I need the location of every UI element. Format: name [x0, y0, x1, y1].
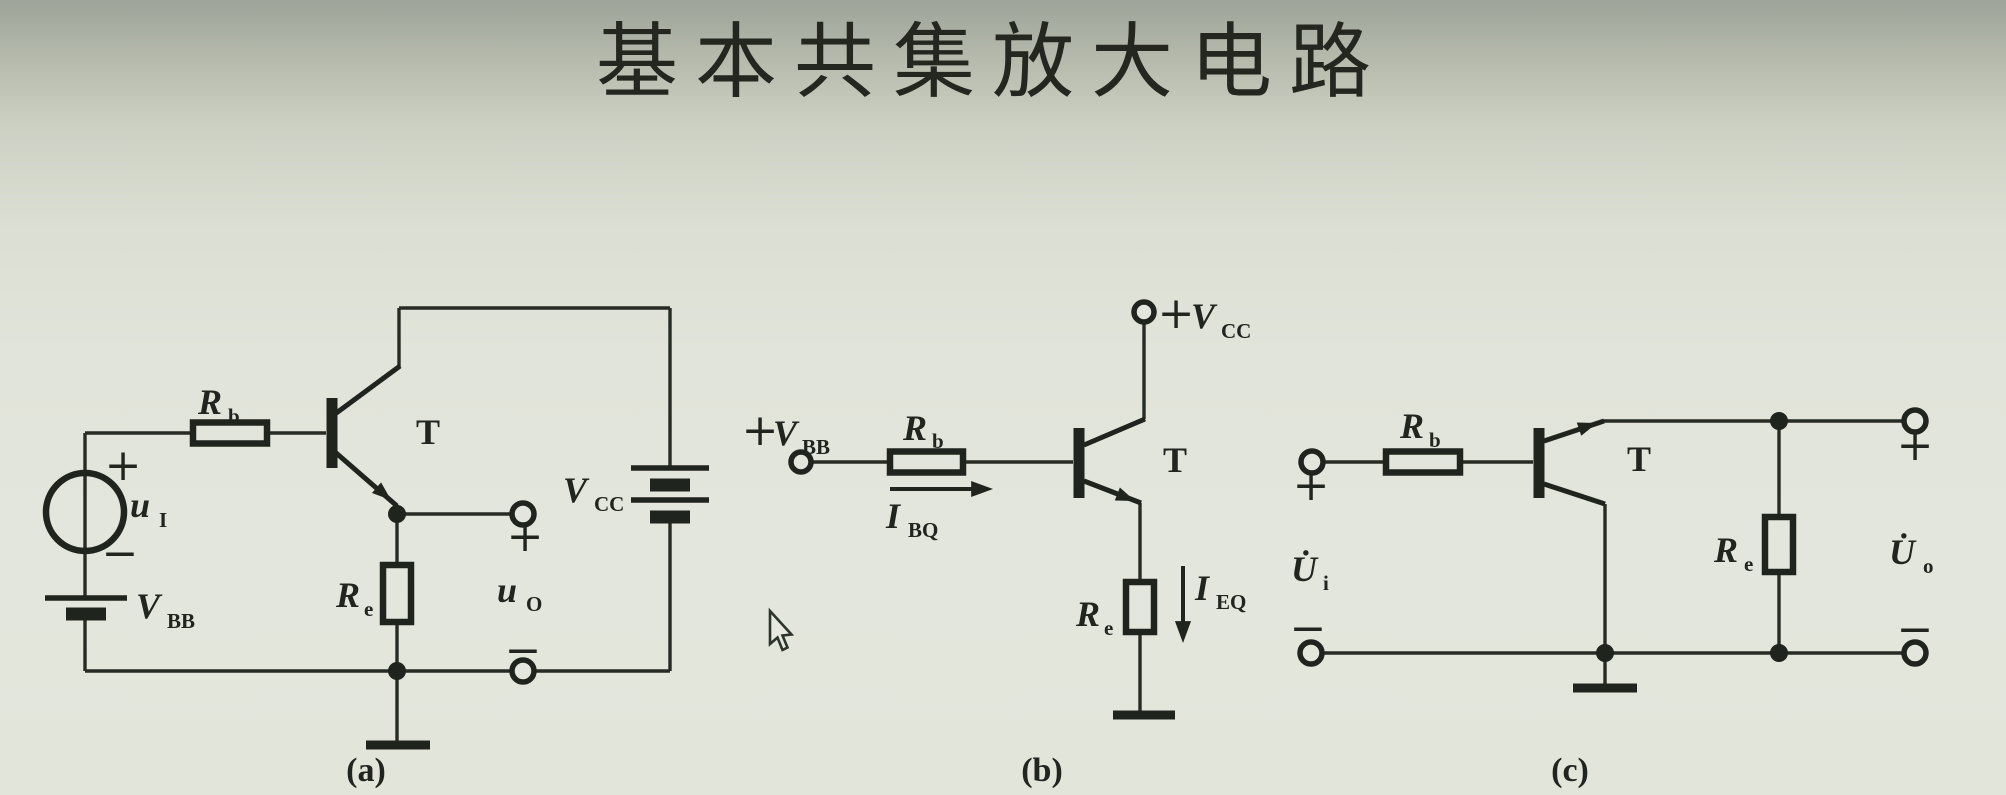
circuit-b: + V BB R b I BQ + V CC T R e I EQ (b) [742, 288, 1252, 789]
vbb-label: V [773, 413, 800, 453]
re-label-sub: e [1104, 616, 1113, 640]
re-label: R [335, 575, 360, 615]
vbb-label-sub: BB [167, 609, 195, 633]
ui-label: u [130, 485, 150, 525]
output-minus-sign: − [505, 625, 542, 676]
circuit-c-wires [1322, 419, 1904, 688]
rb-label-sub: b [228, 404, 240, 428]
transistor-label: T [1163, 440, 1187, 480]
vbb-terminal [788, 449, 814, 475]
ibq-label-sub: BQ [908, 518, 938, 542]
uo-label-sub: o [1923, 554, 1934, 578]
source-plus-sign: + [105, 440, 142, 491]
junction-dot [1596, 644, 1614, 662]
transistor-collector-lead [333, 363, 402, 417]
circuit-a-wires [83, 306, 672, 745]
output-terminal [1901, 407, 1929, 435]
ui-label-sub: i [1323, 571, 1329, 595]
caption-b: (b) [1021, 752, 1063, 789]
output-minus-sign: − [1897, 604, 1934, 655]
re-label-sub: e [364, 597, 373, 621]
vcc-label-sub: CC [594, 492, 624, 516]
ac-source-symbol [42, 469, 128, 555]
uo-label-sub: O [526, 592, 542, 616]
rb-label: R [1399, 406, 1424, 446]
ieq-arrowhead-icon [1174, 621, 1192, 643]
vcc-label-sub: CC [1221, 319, 1251, 343]
input-minus-sign: − [1290, 603, 1327, 654]
transistor-label: T [1627, 439, 1651, 479]
caption-a: (a) [346, 752, 386, 789]
ibq-label: I [885, 496, 902, 536]
rb-label-sub: b [932, 429, 944, 453]
resistor-rb [189, 419, 271, 447]
output-plus-sign: + [1897, 420, 1934, 471]
re-label: R [1713, 530, 1738, 570]
re-label: R [1075, 594, 1100, 634]
input-terminal [1297, 639, 1325, 667]
output-plus-sign: + [507, 511, 544, 562]
junction-dot [388, 505, 406, 523]
ibq-arrowhead-icon [971, 480, 993, 498]
source-minus-sign: − [102, 528, 139, 579]
resistor-re [1761, 513, 1797, 576]
circuit-b-wires [811, 322, 1146, 715]
vbb-label: V [136, 586, 163, 626]
slide-title: 基本共集放大电路 [596, 17, 1388, 108]
vcc-terminal [1131, 299, 1157, 325]
transistor-collector-lead [1543, 481, 1606, 507]
circuit-c: R b + U̇ i − T R e + U̇ o − (c) [1290, 406, 1934, 789]
resistor-rb [1382, 448, 1464, 476]
vbb-label-sub: BB [802, 435, 830, 459]
junction-dot [1770, 412, 1788, 430]
input-terminal [1298, 448, 1326, 476]
output-terminal [1901, 639, 1929, 667]
vcc-plus-sign: + [1158, 288, 1195, 339]
input-plus-sign: + [1293, 460, 1330, 511]
junction-dot [1770, 644, 1788, 662]
vcc-label: V [563, 470, 590, 510]
rb-label-sub: b [1429, 428, 1441, 452]
uo-label: u [497, 570, 517, 610]
transistor-collector-lead [1083, 416, 1146, 448]
output-terminal [509, 657, 537, 685]
caption-c: (c) [1551, 752, 1589, 789]
ieq-label-sub: EQ [1216, 590, 1246, 614]
resistor-re [1122, 578, 1158, 636]
mouse-cursor-icon [768, 607, 795, 652]
re-label-sub: e [1744, 552, 1753, 576]
transistor-label: T [416, 412, 440, 452]
circuit-a: + u I − V BB R b T V CC R e + u O − (a) [42, 306, 709, 789]
ieq-label: I [1194, 568, 1211, 608]
rb-label: R [197, 382, 222, 422]
resistor-re [379, 561, 415, 626]
output-terminal [509, 500, 537, 528]
rb-label: R [902, 408, 927, 448]
junction-dot [388, 662, 406, 680]
uo-label: U̇ [1889, 532, 1917, 572]
vbb-plus-sign: + [742, 405, 779, 456]
ui-label: U̇ [1291, 549, 1319, 589]
resistor-rb [886, 448, 967, 476]
emitter-arrow-icon [1114, 487, 1138, 508]
ui-label-sub: I [159, 508, 167, 532]
vcc-label: V [1191, 296, 1218, 336]
